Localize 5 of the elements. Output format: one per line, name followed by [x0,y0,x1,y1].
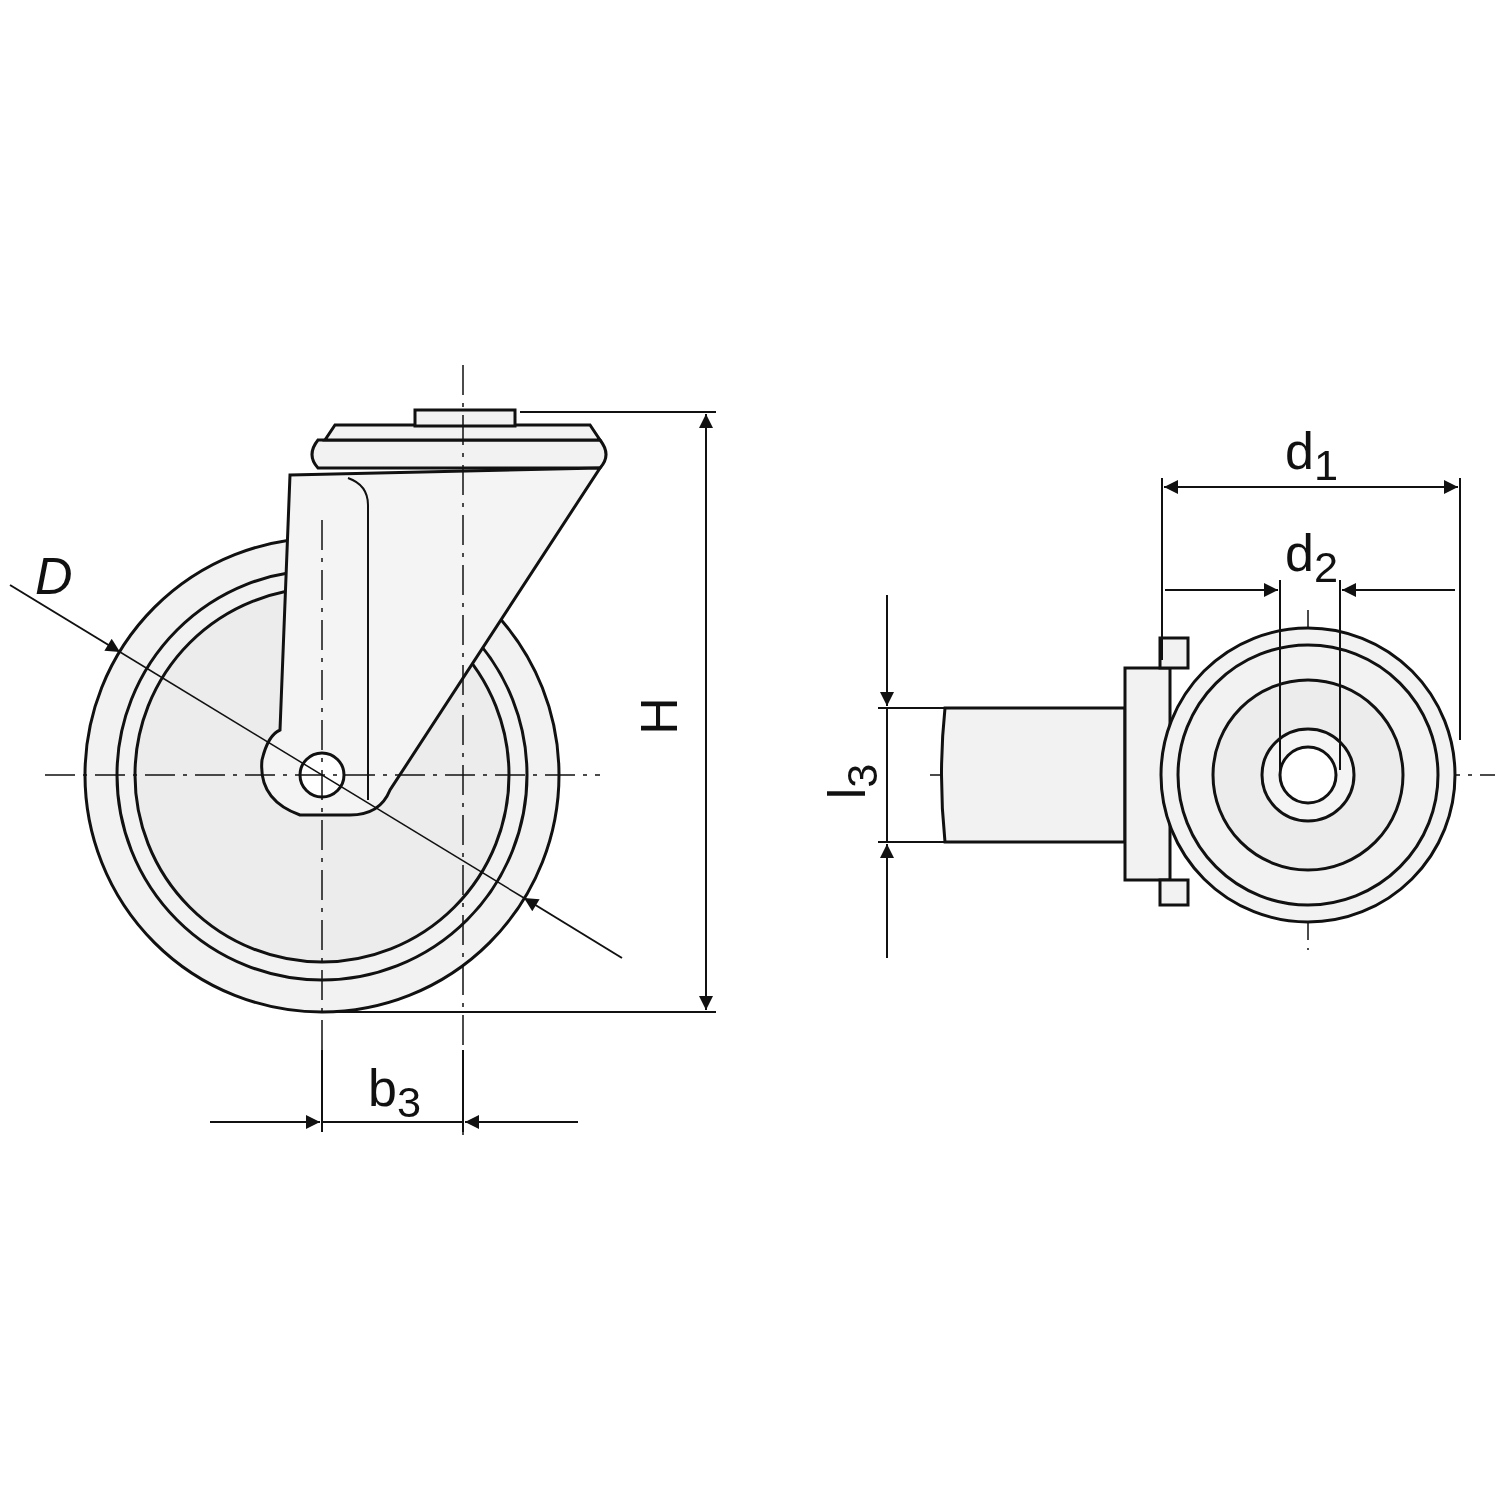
dimension-label: b$_{3}$ [368,1062,422,1125]
dimension-label: D [35,550,73,602]
dimension-label: d$_{2}$ [1285,527,1339,590]
dimension-label: H [632,697,685,735]
dimension-label: d$_{1}$ [1285,425,1339,488]
